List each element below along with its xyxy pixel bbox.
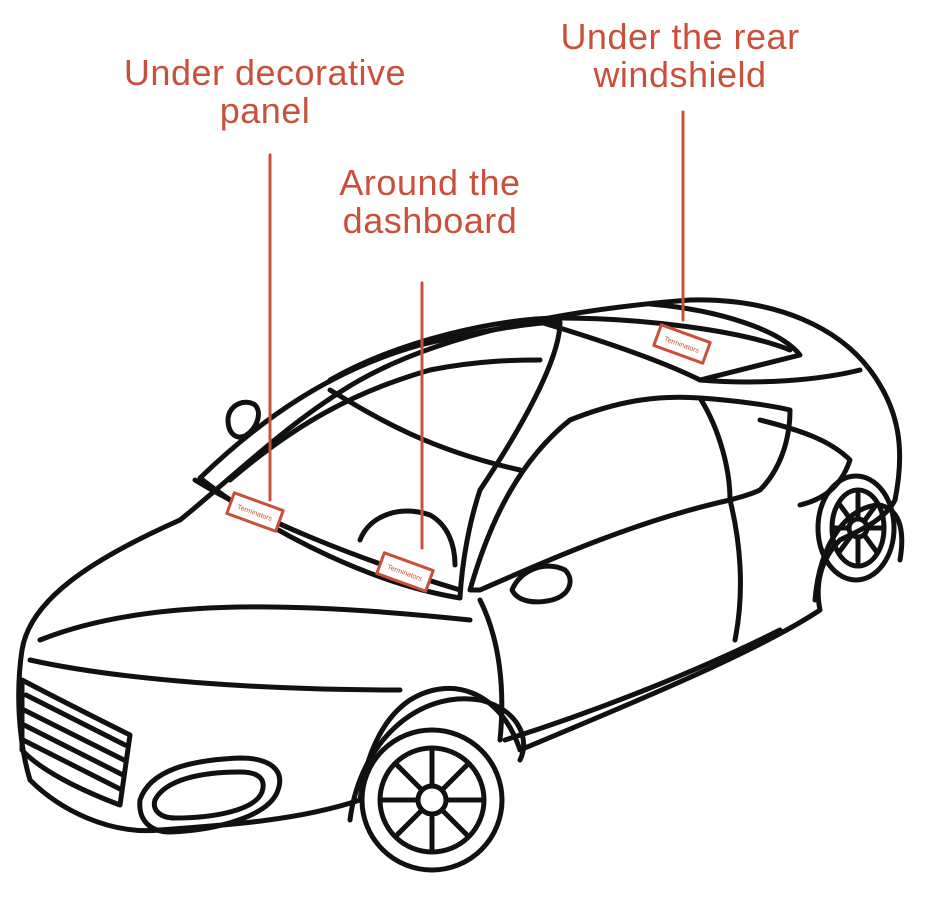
hood-side-crease	[37, 604, 473, 643]
dashboard-hump	[357, 508, 458, 568]
door-line	[477, 597, 505, 743]
label-around-the-dashboard-line2: dashboard	[342, 200, 518, 241]
front-wheel-tire	[359, 727, 505, 873]
leader-lines	[268, 110, 685, 550]
wiper-line	[327, 387, 523, 473]
side-window	[467, 394, 733, 593]
door-rear-line	[727, 497, 743, 643]
side-mirror	[509, 563, 573, 605]
rear-side-window	[697, 395, 793, 503]
sill-line	[502, 627, 783, 743]
tag-dashboard: Terminators	[375, 551, 435, 593]
label-under-the-rear-windshield-line2: windshield	[593, 54, 767, 95]
tag-rear-windshield: Terminators	[652, 323, 712, 365]
front-grille	[19, 677, 133, 808]
headlight	[137, 755, 283, 835]
rear-wheel-tire	[815, 473, 897, 583]
label-under-the-rear-windshield-line1: Under the rear	[560, 16, 800, 57]
tag-decorative-panel: Terminators	[225, 491, 285, 533]
front-wheel-arch	[347, 696, 527, 823]
label-under-decorative-panel: Under decorative panel	[60, 54, 470, 130]
roof-rear-edge	[697, 367, 863, 385]
left-mirror	[225, 399, 261, 440]
roof-line	[327, 315, 793, 383]
side-intake	[757, 417, 853, 508]
rear-windshield	[537, 301, 803, 383]
label-around-the-dashboard-line1: Around the	[339, 162, 521, 203]
label-around-the-dashboard: Around the dashboard	[300, 164, 560, 240]
label-under-the-rear-windshield: Under the rear windshield	[500, 18, 860, 94]
hood-lower-crease	[27, 657, 403, 693]
label-under-decorative-panel-line1: Under decorative	[123, 52, 407, 93]
label-under-decorative-panel-line2: panel	[219, 90, 311, 131]
windshield-inner	[227, 357, 543, 483]
